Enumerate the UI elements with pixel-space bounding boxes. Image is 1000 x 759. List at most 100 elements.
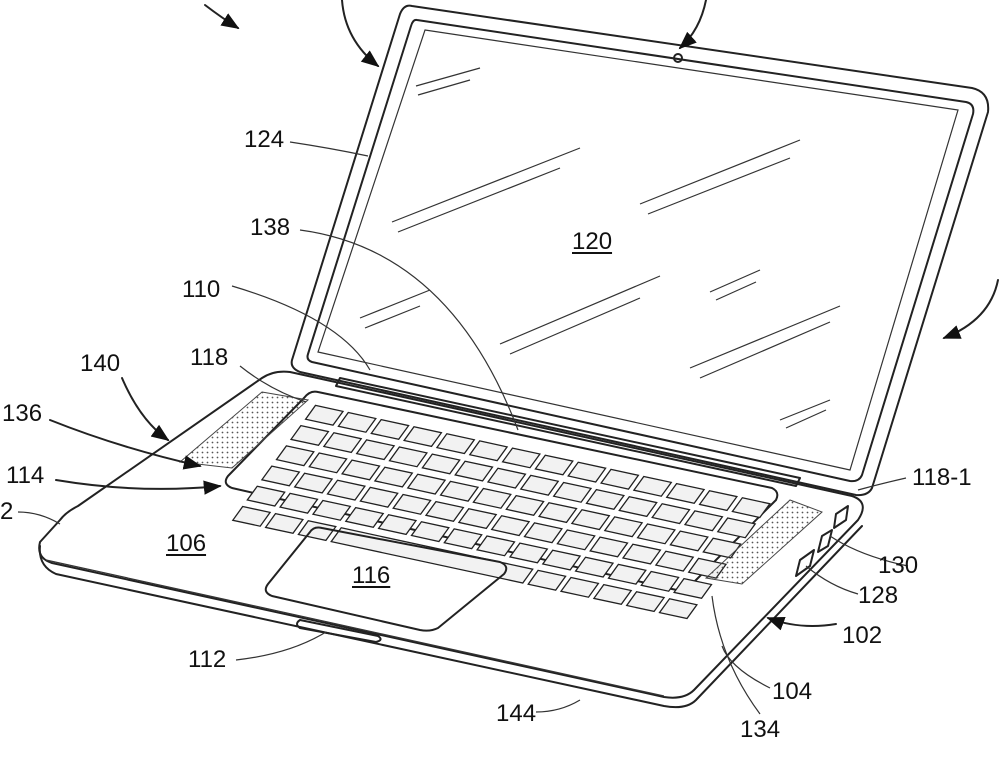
keyboard-key (359, 486, 399, 508)
label-130: 130 (878, 552, 919, 579)
trackpad (264, 526, 508, 632)
keyboard-key (556, 529, 596, 551)
display-screen (317, 29, 959, 471)
keyboard-key (527, 569, 567, 591)
keyboard-key (410, 521, 450, 543)
keyboard-key (424, 500, 465, 523)
keyboard-key (636, 523, 677, 545)
keyboard-key (490, 515, 531, 537)
keyboard-key (618, 495, 658, 518)
label-116: 116 (352, 562, 391, 589)
keyboard-key (289, 424, 330, 447)
keyboard-key (275, 445, 315, 467)
keyboard-key (603, 516, 644, 538)
keyboard-well (224, 390, 779, 591)
keyboard-key (621, 543, 662, 565)
keyboard-key (337, 411, 377, 433)
keyboard-key (304, 404, 345, 426)
keyboard-key (585, 488, 626, 511)
keyboard-keys (231, 404, 771, 620)
keyboard-key (355, 439, 396, 461)
keyboard-key (475, 535, 516, 557)
base-front-lip (45, 559, 665, 697)
keyboard-key (559, 576, 600, 598)
keyboard-key (486, 467, 527, 489)
keyboard-key (311, 499, 352, 521)
keyboard-key (592, 583, 633, 606)
keyboard-key (567, 461, 607, 483)
keyboard-key (402, 425, 443, 448)
keyboard-key (654, 550, 695, 572)
keyboard-key (552, 481, 593, 503)
label-114: 114 (6, 462, 45, 489)
screen-glare (359, 67, 841, 429)
keyboard-key (377, 513, 418, 536)
keyboard-key (570, 509, 611, 531)
leader-lines (17, 141, 909, 715)
front-notch (296, 619, 382, 643)
label-136: 136 (2, 400, 43, 427)
keyboard-key (665, 482, 706, 505)
keyboard-key (373, 466, 414, 488)
keyboard-key (669, 530, 709, 552)
label-104: 104 (772, 678, 813, 705)
keyboard-key (457, 507, 498, 530)
keyboard-key (537, 501, 578, 524)
keyboard-key (308, 452, 348, 474)
keyboard-key (293, 472, 334, 494)
keyboard-key (625, 590, 666, 613)
keyboard-key (421, 453, 461, 475)
label-2: 2 (0, 498, 14, 525)
keyboard-key (698, 489, 739, 512)
keyboard-key (731, 497, 771, 519)
keyboard-key (508, 542, 549, 564)
keyboard-key (599, 468, 640, 490)
label-118-1: 118-1 (912, 464, 972, 491)
keyboard-key (344, 506, 385, 529)
keyboard-key (370, 418, 410, 441)
keyboard-key (443, 528, 483, 550)
label-120: 120 (572, 228, 613, 255)
display-lid-outer (290, 4, 990, 497)
keyboard-key (519, 474, 560, 496)
base-top-case (38, 370, 864, 699)
keyboard-key (326, 479, 367, 501)
keyboard-key (683, 510, 724, 532)
keyboard-key (322, 432, 363, 454)
label-106: 106 (166, 530, 207, 557)
keyboard-key (472, 487, 512, 509)
keyboard-key (607, 563, 647, 585)
label-138: 138 (250, 214, 291, 241)
keyboard-key (439, 480, 480, 502)
keyboard-key (340, 459, 381, 481)
label-140: 140 (80, 350, 121, 377)
keyboard-key (435, 433, 476, 455)
keyboard-key (246, 485, 286, 507)
speaker-grill-right (704, 499, 823, 585)
label-110: 110 (182, 276, 221, 303)
display-bezel (306, 18, 975, 483)
keyboard-key (278, 492, 319, 514)
label-124: 124 (244, 126, 285, 153)
keyboard-key (454, 460, 494, 482)
label-102: 102 (842, 622, 883, 649)
keyboard-key (388, 446, 429, 468)
keyboard-key (468, 440, 509, 462)
label-112: 112 (188, 646, 227, 673)
label-128: 128 (858, 582, 899, 609)
keyboard-key (534, 454, 574, 476)
keyboard-key (406, 473, 447, 495)
keyboard-key (264, 512, 305, 535)
keyboard-key (632, 475, 673, 497)
reference-arrows (49, 0, 999, 631)
side-port-2 (817, 529, 833, 553)
keyboard-key (541, 549, 582, 571)
keyboard-key (716, 517, 757, 539)
keyboard-key (651, 503, 691, 525)
keyboard-key (574, 556, 615, 578)
side-port-3 (795, 549, 815, 577)
base-bottom-edge (38, 525, 863, 709)
keyboard-key (392, 493, 432, 515)
